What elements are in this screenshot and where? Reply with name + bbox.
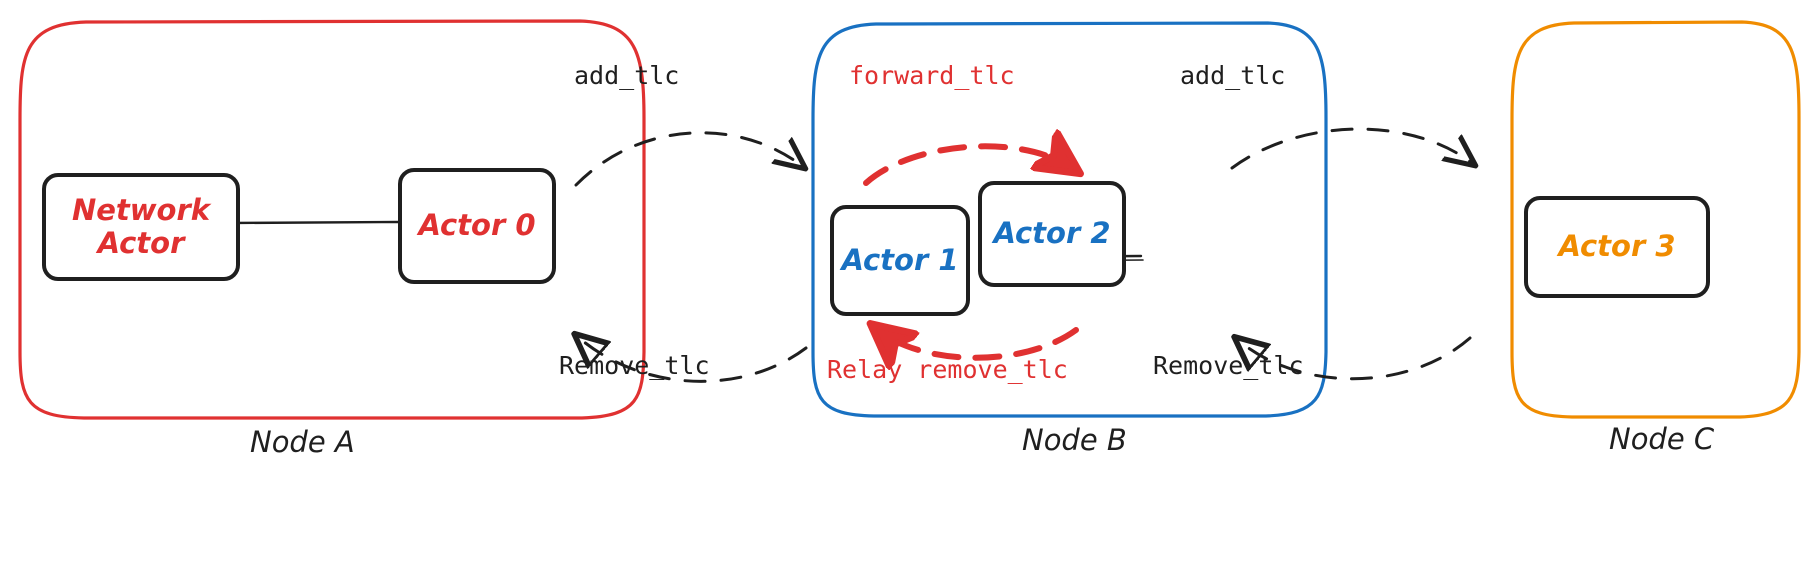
- actor-label-line2: Actor: [97, 226, 185, 260]
- actor-label-actor-1: Actor 1: [841, 242, 959, 277]
- actor-box-network-actor[interactable]: Network Actor: [42, 173, 240, 281]
- edge-network-actor-actor0: [229, 220, 401, 225]
- edge-forward-tlc: [863, 146, 1072, 186]
- edge-relay-remove-tlc: [878, 330, 1079, 358]
- edge-remove-tlc-cb: [1238, 338, 1472, 381]
- edge-add-tlc-ab: [574, 131, 802, 187]
- actor-box-actor-1[interactable]: Actor 1: [830, 205, 970, 316]
- actor-box-actor-0[interactable]: Actor 0: [398, 168, 556, 284]
- actor-label-line1: Network: [71, 192, 211, 227]
- actor-box-actor-2[interactable]: Actor 2: [978, 181, 1126, 287]
- actor-label-actor-3: Actor 3: [1558, 229, 1676, 264]
- actor-box-actor-3[interactable]: Actor 3: [1524, 196, 1710, 298]
- node-container-c: [1510, 20, 1801, 419]
- node-container-b: [811, 21, 1328, 418]
- actor-label-actor-0: Actor 0: [418, 208, 536, 243]
- edge-add-tlc-bc: [1230, 127, 1472, 170]
- edge-remove-tlc-ba: [578, 337, 808, 383]
- actor-label-actor-2: Actor 2: [993, 216, 1111, 251]
- node-container-a: [18, 19, 646, 420]
- actor-label-network-actor: Network Actor: [71, 192, 211, 261]
